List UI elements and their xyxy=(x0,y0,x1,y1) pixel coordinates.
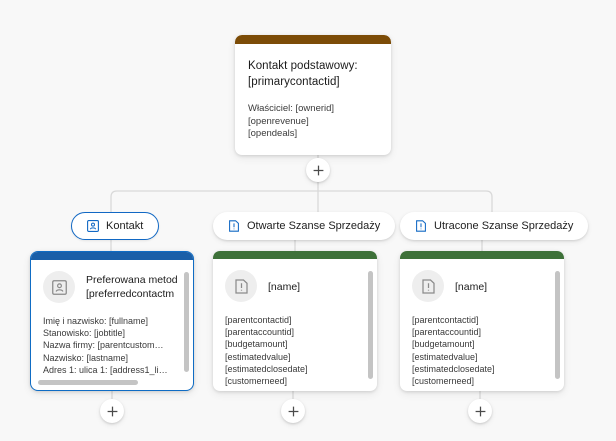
branch-pill-kontakt[interactable]: Kontakt xyxy=(71,212,160,240)
horizontal-scrollbar[interactable] xyxy=(38,380,138,385)
entity-card-title: [name] xyxy=(268,279,300,294)
opportunity-icon xyxy=(225,270,257,302)
opportunity-icon xyxy=(412,270,444,302)
root-card-field: [opendeals] xyxy=(248,128,298,139)
entity-card-body: [name] [parentcontactid] [parentaccounti… xyxy=(213,259,377,391)
opportunity-icon xyxy=(228,220,240,232)
root-card-field: [openrevenue] xyxy=(248,115,309,127)
entity-card-field: [parentcontactid] xyxy=(225,315,292,325)
entity-card-kontakt[interactable]: Preferowana metod [preferredcontactm Imi… xyxy=(30,251,194,391)
add-node-button-branch-2[interactable] xyxy=(281,399,305,423)
root-card-title: Kontakt podstawowy: [primarycontactid] xyxy=(248,58,378,90)
entity-card-title: Preferowana metod [preferredcontactm xyxy=(86,273,178,301)
entity-card-utracone-szanse[interactable]: [name] [parentcontactid] [parentaccounti… xyxy=(400,251,564,391)
entity-card-field: [parentaccountid] xyxy=(412,327,482,338)
entity-card-field: [estimatedclosedate] xyxy=(225,363,308,374)
vertical-scrollbar[interactable] xyxy=(555,271,560,379)
entity-card-field: [parentcontactid] xyxy=(412,315,479,325)
entity-card-title-line1: Preferowana metod xyxy=(86,274,178,286)
entity-card-otwarte-szanse[interactable]: [name] [parentcontactid] [parentaccounti… xyxy=(213,251,377,391)
entity-card-accent-bar xyxy=(213,251,377,259)
root-card-field: Właściciel: [ownerid] xyxy=(248,103,335,114)
entity-card-field: [estimatedvalue] xyxy=(225,351,291,362)
root-card-accent-bar xyxy=(235,35,391,44)
vertical-scrollbar[interactable] xyxy=(368,271,373,379)
vertical-scrollbar[interactable] xyxy=(184,272,189,372)
contact-icon xyxy=(87,220,99,232)
root-card-fields: Właściciel: [ownerid] [openrevenue] [ope… xyxy=(248,103,378,141)
plus-icon xyxy=(288,406,298,416)
entity-card-title: [name] xyxy=(455,279,487,294)
root-card-title-line2: [primarycontactid] xyxy=(248,76,340,88)
root-card-title-line1: Kontakt podstawowy: xyxy=(248,60,358,72)
branch-pill-label: Otwarte Szanse Sprzedaży xyxy=(247,220,381,232)
plus-icon xyxy=(107,406,117,416)
branch-pill-label: Utracone Szanse Sprzedaży xyxy=(434,220,574,232)
entity-card-field: Adres 1: ulica 1: [address1_li… xyxy=(43,364,168,375)
entity-card-field: [customerneed] xyxy=(225,376,288,387)
entity-card-body: Preferowana metod [preferredcontactm Imi… xyxy=(31,260,193,390)
entity-card-fields: [parentcontactid] [parentaccountid] [bud… xyxy=(225,314,365,387)
entity-card-accent-bar xyxy=(31,252,193,260)
root-card-body: Kontakt podstawowy: [primarycontactid] W… xyxy=(235,44,391,155)
entity-card-field: [estimatedvalue] xyxy=(412,351,478,362)
entity-card-header: Preferowana metod [preferredcontactm xyxy=(43,271,181,303)
entity-card-field: [budgetamount] xyxy=(412,339,475,350)
entity-card-header: [name] xyxy=(225,270,365,302)
entity-card-header: [name] xyxy=(412,270,552,302)
contact-icon xyxy=(43,271,75,303)
branch-pill-otwarte-szanse[interactable]: Otwarte Szanse Sprzedaży xyxy=(213,212,396,240)
entity-card-fields: [parentcontactid] [parentaccountid] [bud… xyxy=(412,314,552,387)
add-node-button-branch-3[interactable] xyxy=(468,399,492,423)
plus-icon xyxy=(313,165,323,175)
add-node-button-root[interactable] xyxy=(306,158,330,182)
entity-card-fields: Imię i nazwisko: [fullname] Stanowisko: … xyxy=(43,315,181,376)
entity-card-field: Imię i nazwisko: [fullname] xyxy=(43,316,149,326)
opportunity-icon xyxy=(415,220,427,232)
entity-card-title-line2: [preferredcontactm xyxy=(86,288,175,300)
entity-card-field: [customerneed] xyxy=(412,376,475,387)
branch-pill-label: Kontakt xyxy=(106,220,144,232)
plus-icon xyxy=(475,406,485,416)
entity-card-field: Stanowisko: [jobtitle] xyxy=(43,328,126,339)
entity-card-title-line1: [name] xyxy=(268,280,301,293)
entity-card-accent-bar xyxy=(400,251,564,259)
entity-card-title-line1: [name] xyxy=(455,280,488,293)
entity-card-field: Nazwa firmy: [parentcustom… xyxy=(43,340,164,351)
entity-card-field: Nazwisko: [lastname] xyxy=(43,352,129,363)
entity-card-field: [parentaccountid] xyxy=(225,327,295,338)
root-entity-card[interactable]: Kontakt podstawowy: [primarycontactid] W… xyxy=(235,35,391,155)
entity-card-field: [budgetamount] xyxy=(225,339,288,350)
branch-pill-utracone-szanse[interactable]: Utracone Szanse Sprzedaży xyxy=(400,212,589,240)
entity-card-body: [name] [parentcontactid] [parentaccounti… xyxy=(400,259,564,391)
add-node-button-branch-1[interactable] xyxy=(100,399,124,423)
entity-card-field: [estimatedclosedate] xyxy=(412,363,495,374)
